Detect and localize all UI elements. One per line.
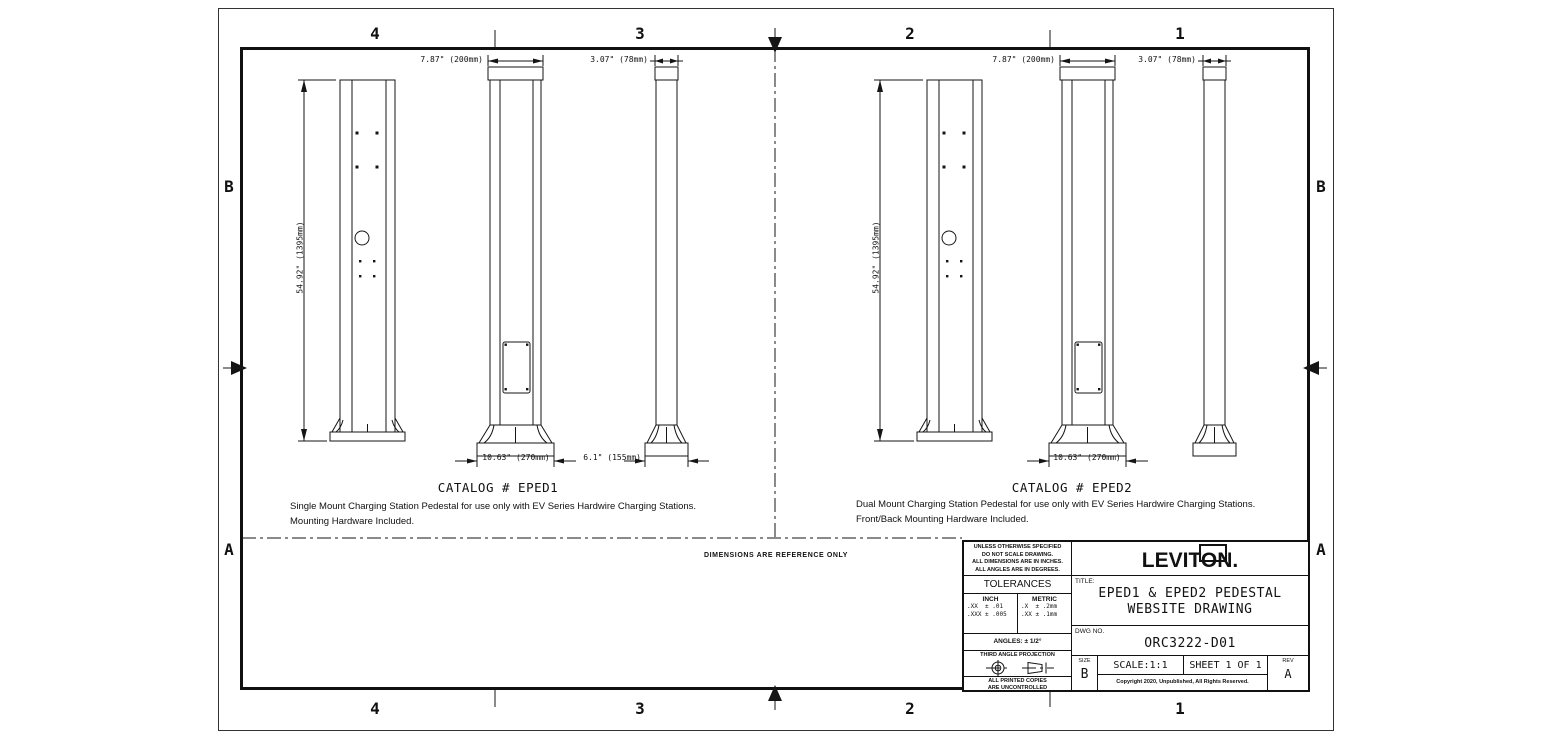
dwg-number: ORC3222-D01 [1144,636,1236,651]
copyright: Copyright 2020, Unpublished, All Rights … [1098,675,1268,690]
inch-row-1: .XX ± .01 [967,603,1004,610]
dwg-label: DWG NO. [1075,628,1105,635]
tolerances-label: TOLERANCES [964,576,1072,594]
eped1-description-line2: Mounting Hardware Included. [290,516,415,527]
title-cell: TITLE: EPED1 & EPED2 PEDESTAL WEBSITE DR… [1072,576,1308,626]
third-angle-projection-icon [986,659,1054,676]
uncontrolled-line1: ALL PRINTED COPIES [988,678,1047,684]
eped2-description: Dual Mount Charging Station Pedestal for… [856,497,1255,527]
zone-right-b: B [1316,177,1326,196]
projection-cell: THIRD ANGLE PROJECTION [964,651,1072,677]
title-block: UNLESS OTHERWISE SPECIFIED DO NOT SCALE … [962,540,1310,692]
zone-top-2: 2 [905,24,915,43]
eped1-catalog-label: CATALOG # EPED1 [437,480,559,495]
metric-row-1: .X ± .2mm [1021,603,1058,610]
metric-tolerances: METRIC .X ± .2mm .XX ± .1mm [1018,594,1072,634]
zone-bottom-4: 4 [370,699,380,718]
eped2-description-line1: Dual Mount Charging Station Pedestal for… [856,499,1256,510]
title-label: TITLE: [1075,578,1095,585]
drawing-title-line1: EPED1 & EPED2 PEDESTAL [1098,586,1282,601]
zone-top-4: 4 [370,24,380,43]
spec-notes: UNLESS OTHERWISE SPECIFIED DO NOT SCALE … [964,542,1072,576]
inch-header: INCH [982,596,999,603]
zone-bottom-3: 3 [635,699,645,718]
scale-cell: SCALE:1:1 [1098,656,1184,675]
spec-note-2: DO NOT SCALE DRAWING. [981,551,1054,558]
spec-note-1: UNLESS OTHERWISE SPECIFIED [973,544,1062,550]
projection-label: THIRD ANGLE PROJECTION [980,652,1055,658]
reference-note: DIMENSIONS ARE REFERENCE ONLY [703,552,849,559]
angles-tolerance: ANGLES: ± 1/2° [964,634,1072,651]
size-cell: SIZE B [1072,656,1098,690]
eped2-width-dim: 7.87" (200mm) [992,55,1055,64]
logo-cell: LEVITON. [1072,542,1308,576]
dwg-cell: DWG NO. ORC3222-D01 [1072,626,1308,656]
eped1-depth-dim: 3.07" (78mm) [590,55,648,64]
eped1-description: Single Mount Charging Station Pedestal f… [290,499,696,529]
zone-left-b: B [224,177,234,196]
rev-label: REV [1282,658,1294,664]
drawing-title-line2: WEBSITE DRAWING [1127,602,1253,617]
eped1-width-dim: 7.87" (200mm) [420,55,483,64]
size-value: B [1080,666,1089,682]
zone-bottom-2: 2 [905,699,915,718]
eped1-description-line1: Single Mount Charging Station Pedestal f… [290,501,697,512]
uncontrolled-note: ALL PRINTED COPIES ARE UNCONTROLLED [964,677,1072,691]
eped2-catalog-label: CATALOG # EPED2 [1011,480,1133,495]
metric-header: METRIC [1032,596,1057,603]
eped1-base-width-dim: 10.63" (270mm) [482,453,550,462]
eped2-side-view [1048,66,1127,457]
zone-top-1: 1 [1175,24,1185,43]
zone-left-a: A [224,540,234,559]
spec-note-4: ALL ANGLES ARE IN DEGREES. [975,566,1060,573]
uncontrolled-line2: ARE UNCONTROLLED [987,684,1048,691]
metric-row-2: .XX ± .1mm [1021,611,1058,618]
eped1-front-view [329,79,406,442]
eped2-description-line2: Front/Back Mounting Hardware Included. [856,514,1029,525]
eped1-narrow-view [644,66,689,457]
eped1-side-view [476,66,555,457]
sheet-cell: SHEET 1 OF 1 [1184,656,1268,675]
spec-note-3: ALL DIMENSIONS ARE IN INCHES. [972,559,1063,565]
eped2-height-dim: 54.92" (1395mm) [871,221,881,294]
eped2-narrow-view [1192,66,1237,457]
eped1-height-dim: 54.92" (1395mm) [295,221,305,294]
zone-top-3: 3 [635,24,645,43]
size-label: SIZE [1078,658,1091,664]
inch-row-2: .XXX ± .005 [967,611,1007,618]
eped2-front-view [916,79,993,442]
rev-value: A [1284,666,1292,681]
eped2-depth-dim: 3.07" (78mm) [1138,55,1196,64]
zone-bottom-1: 1 [1175,699,1185,718]
eped1-base-depth-dim: 6.1" (155mm) [583,453,641,462]
inch-tolerances: INCH .XX ± .01 .XXX ± .005 [964,594,1018,634]
leviton-logo: LEVITON. [1141,549,1239,572]
eped2-base-width-dim: 10.63" (270mm) [1053,453,1121,462]
zone-right-a: A [1316,540,1326,559]
rev-cell: REV A [1268,656,1308,690]
leviton-logo-box [1199,544,1227,562]
